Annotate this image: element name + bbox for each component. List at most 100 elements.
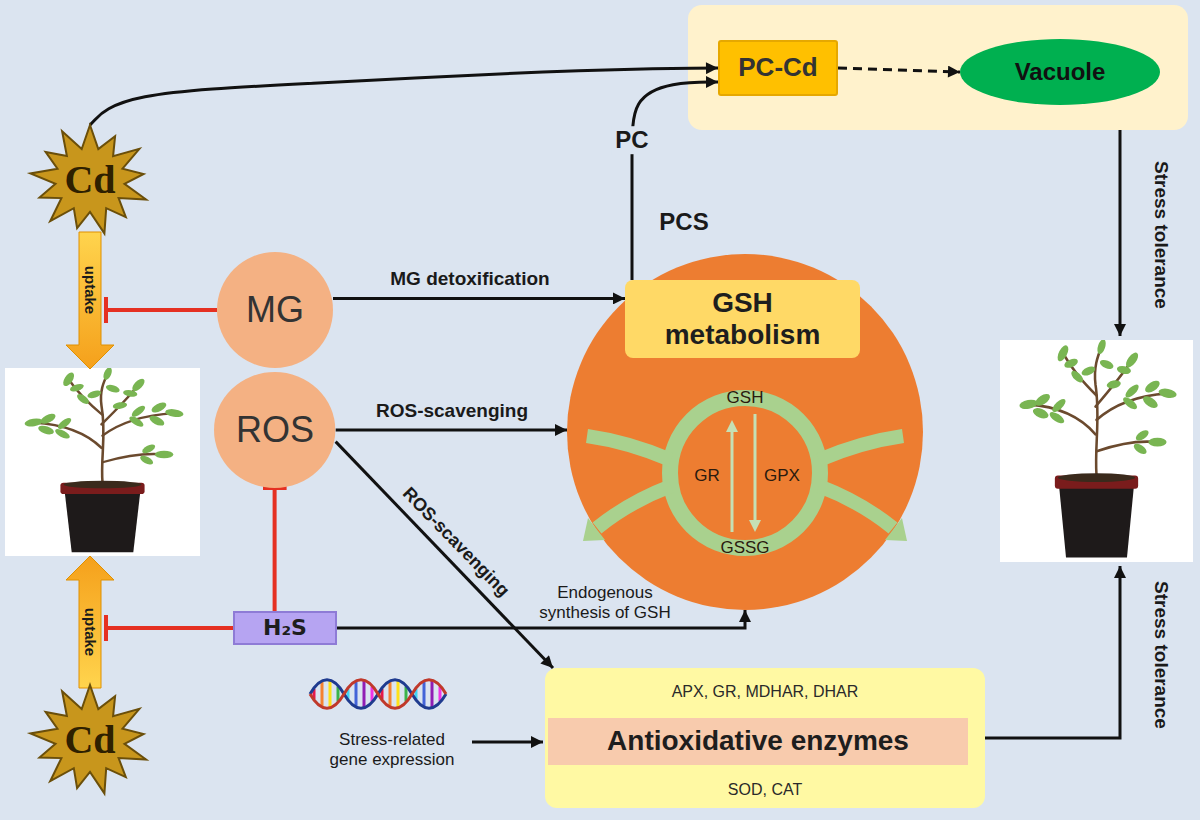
edge-label-holder: PCS (659, 208, 708, 236)
edge-label: ROS-scavenging (398, 483, 513, 601)
node-text: GPX (764, 466, 800, 486)
tolerance-arrow (1119, 130, 1122, 336)
synthase-arrow (632, 82, 718, 280)
cadmium-star-outline (30, 125, 146, 233)
connector-group (90, 68, 960, 668)
cycle-arrow (819, 486, 893, 528)
text-holder: GPX (764, 466, 800, 486)
dna-icon (397, 681, 400, 708)
metabolite-circle: ROS (214, 372, 335, 488)
node-text: GSH (727, 388, 764, 408)
text-holder: GR (694, 466, 720, 486)
text-holder: APX, GR, MDHAR, DHAR (672, 683, 859, 701)
dna-icon (389, 682, 392, 707)
reaction-arrow (754, 414, 757, 522)
inhibition-line (106, 615, 233, 641)
uptake-label: uptake (81, 608, 98, 656)
process-note: Stress-related gene expression (320, 730, 465, 769)
edge-label: Endogenous synthesis of GSH (526, 583, 684, 622)
inhibition-line (106, 297, 217, 323)
node-text: GR (694, 466, 720, 486)
tolerance-arrow (985, 130, 1120, 738)
transport-arrow (90, 68, 718, 125)
cadmium-star: Cd (30, 125, 150, 235)
node-text: ROS (236, 409, 314, 450)
cycle-ring (670, 398, 820, 548)
tolerance-arrow (985, 566, 1120, 738)
node-text: APX, GR, MDHAR, DHAR (672, 683, 859, 701)
dna-icon (355, 682, 358, 707)
dna-icon (310, 680, 446, 709)
reaction-arrow (731, 430, 734, 532)
label-holder: uptake (81, 608, 98, 656)
edge-label-holder: ROS-scavenging (398, 483, 513, 601)
vacuole-ellipse: Vacuole (960, 39, 1160, 105)
text-holder: GSH (727, 388, 764, 408)
dna-icon (329, 681, 332, 708)
plant-picture (5, 366, 200, 556)
scavenging-arrow (336, 442, 553, 668)
dna-icon (363, 681, 366, 708)
text-holder: GSSG (720, 538, 769, 558)
outcome-label: Stress tolerance (1150, 581, 1172, 729)
reaction-arrow (749, 520, 761, 532)
edge-label: PCS (659, 208, 708, 236)
glutathione-cycle-outline (567, 254, 923, 610)
dna-icon (321, 682, 324, 707)
label-holder: Stress tolerance (1150, 581, 1172, 729)
node-text: GSH metabolism (643, 287, 843, 351)
node-text: Vacuole (1015, 58, 1106, 86)
cycle-arrow (587, 436, 671, 460)
label-holder: Stress tolerance (1150, 161, 1172, 309)
edge-label-holder: ROS-scavenging (376, 400, 528, 422)
label-holder: uptake (81, 266, 98, 314)
cadmium-star: Cd (30, 685, 150, 795)
node-text: MG (246, 289, 304, 330)
dna-icon (310, 680, 446, 709)
complex-box: PC-Cd (718, 40, 838, 96)
sequestration-arrow (838, 68, 960, 72)
enzyme-panel: APX, GR, MDHAR, DHAR SOD, CAT Antioxidativ… (545, 668, 985, 808)
text-holder: SOD, CAT (728, 781, 802, 799)
metabolite-circle: MG (217, 252, 333, 368)
inhibition-line (104, 615, 108, 641)
dna-icon (310, 680, 446, 709)
node-text: Cd (64, 717, 115, 763)
plant-picture (1000, 338, 1193, 562)
cycle-arrowhead (583, 518, 605, 541)
cycle-arrowhead (885, 518, 907, 541)
edge-label-holder: MG detoxification (390, 268, 549, 290)
uptake-arrow (66, 232, 114, 369)
dna-icon (423, 682, 426, 707)
node-text: Antioxidative enzymes (607, 725, 909, 757)
node-text: SOD, CAT (728, 781, 802, 799)
edge-label-holder: Endogenous synthesis of GSH (526, 583, 684, 622)
detox-arrow (333, 297, 625, 300)
metabolite-circle-outline (217, 252, 333, 368)
label-holder: PC (611, 126, 652, 154)
inhibition-line (106, 308, 217, 312)
expression-arrow (472, 741, 543, 744)
product-label: PC (611, 126, 652, 154)
vacuole-ellipse-outline (960, 39, 1160, 105)
uptake-arrow (66, 556, 114, 688)
node-text: Cd (64, 157, 115, 203)
uptake-label: uptake (81, 266, 98, 314)
enzyme-band: Antioxidative enzymes (548, 718, 968, 765)
cadmium-star-outline (30, 685, 146, 793)
label-holder: Stress-related gene expression (320, 730, 465, 769)
outcome-label: Stress tolerance (1150, 161, 1172, 309)
scavenging-arrow (336, 429, 567, 432)
inhibition-line (104, 297, 108, 323)
cycle-arrow (597, 486, 671, 528)
node-text: H₂S (263, 615, 307, 640)
reaction-arrow (726, 420, 738, 432)
inhibition-line (273, 488, 277, 611)
edge-label: ROS-scavenging (376, 400, 528, 422)
node-text: PC-Cd (738, 53, 817, 83)
metabolite-circle-outline (214, 372, 335, 488)
process-box: GSH metabolism (625, 280, 860, 358)
edge-label: MG detoxification (390, 268, 549, 290)
